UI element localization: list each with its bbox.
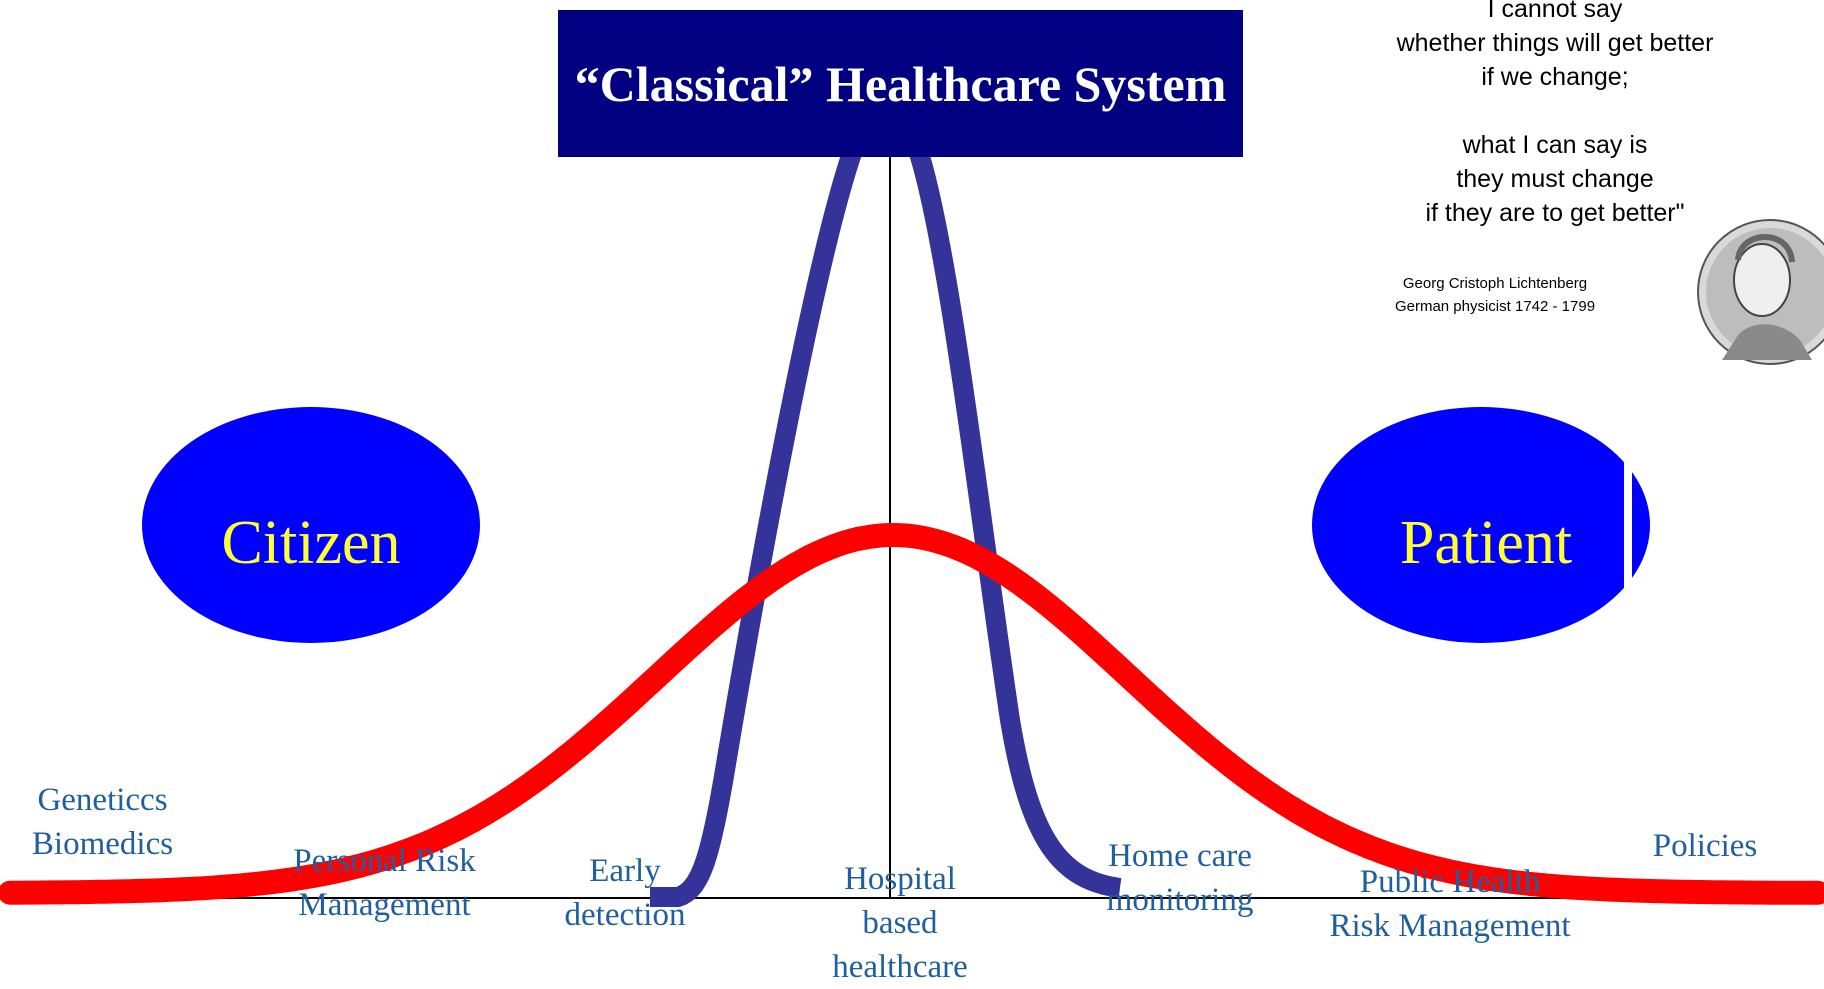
patient-ellipse bbox=[1312, 407, 1650, 643]
wide-care-curve bbox=[0, 522, 1824, 905]
patient-ellipse-cut bbox=[1624, 400, 1632, 590]
stage-hospital-based-healthcare: Hospital based healthcare bbox=[832, 861, 968, 985]
stage-home-care-monitoring: Home care monitoring bbox=[1106, 838, 1254, 918]
stage-early-detection: Early detection bbox=[564, 853, 686, 933]
patient-label: Patient bbox=[1399, 509, 1573, 577]
stage-personal-risk-management: Personal Risk Management bbox=[293, 843, 476, 923]
stage-public-health-risk-management: Public Health Risk Management bbox=[1329, 864, 1571, 944]
stage-genetics-biomedics: Geneticcs Biomedics bbox=[31, 782, 174, 862]
quote-text: I cannot say whether things will get bet… bbox=[1396, 0, 1714, 227]
quote-attribution: Georg Cristoph Lichtenberg German physic… bbox=[1394, 275, 1596, 315]
title-box: “Classical” Healthcare System bbox=[558, 10, 1243, 157]
portrait-image bbox=[1697, 219, 1824, 365]
citizen-ellipse bbox=[142, 407, 480, 643]
citizen-label: Citizen bbox=[221, 509, 401, 577]
classical-care-curve bbox=[650, 146, 1122, 907]
stage-policies: Policies bbox=[1652, 828, 1758, 864]
